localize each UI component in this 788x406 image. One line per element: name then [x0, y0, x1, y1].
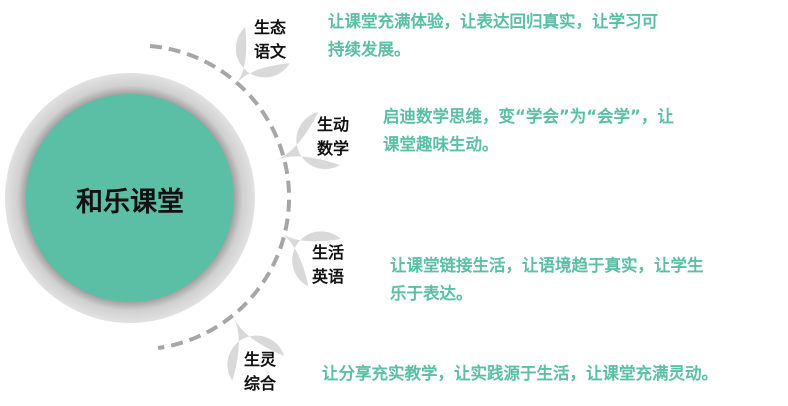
bubble-label-chinese: 生态语文 — [253, 18, 286, 61]
dashed-arc — [149, 44, 292, 350]
desc-english: 让课堂链接生活，让语境趋于真实，让学生乐于表达。 — [390, 256, 704, 303]
bubble-label-english: 生活英语 — [311, 243, 344, 286]
desc-math: 启迪数学思维，变“学会”为“会学”，让课堂趣味生动。 — [383, 107, 674, 154]
teardrop-bubble — [235, 27, 290, 85]
teardrop-bubble — [276, 111, 340, 170]
teardrop-bubble — [227, 318, 285, 381]
bubble-label-math: 生动数学 — [316, 115, 349, 158]
center-title: 和乐课堂 — [76, 187, 184, 218]
desc-chinese: 让课堂充满体验，让表达回归真实，让学习可持续发展。 — [328, 12, 658, 59]
teardrop-bubble — [281, 231, 341, 287]
bubble-label-integrated: 生灵综合 — [243, 350, 276, 393]
desc-integrated: 让分享充实教学，让实践源于生活，让课堂充满灵动。 — [322, 364, 718, 383]
center-circle — [26, 94, 234, 302]
